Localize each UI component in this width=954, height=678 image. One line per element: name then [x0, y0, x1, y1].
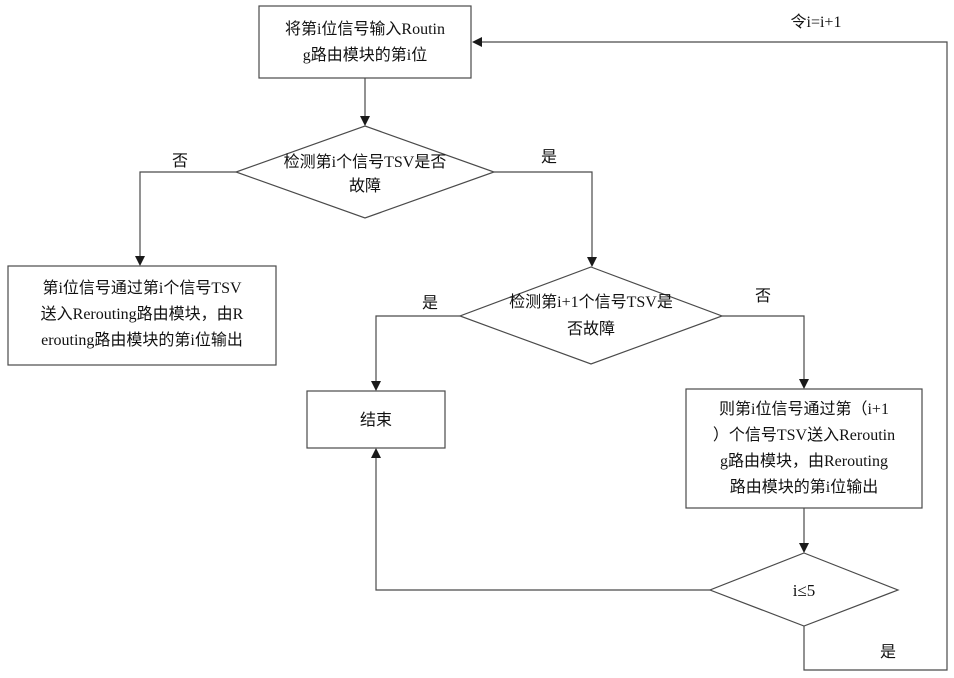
node-output-i1-line-2: ）个信号TSV送入Reroutin	[713, 426, 895, 444]
edge-cond-to-end	[376, 456, 710, 590]
node-check-i: 检测第i个信号TSV是否 故障	[236, 126, 494, 218]
edge-label-check-i1-no: 否	[755, 288, 771, 305]
node-output-i1-line-4: 路由模块的第i位输出	[730, 478, 878, 496]
node-check-i1-line-2: 否故障	[567, 320, 615, 338]
node-output-i1-line-3: g路由模块，由Rerouting	[720, 452, 888, 470]
edge-check-i1-no	[722, 316, 804, 381]
arrowhead	[587, 257, 597, 267]
node-check-i1: 检测第i+1个信号TSV是 否故障	[460, 267, 722, 364]
node-output-i-line-3: erouting路由模块的第i位输出	[41, 331, 243, 349]
arrowhead	[799, 543, 809, 553]
node-output-i-line-2: 送入Rerouting路由模块，由R	[41, 305, 244, 323]
node-cond: i≤5	[710, 553, 898, 626]
node-check-i1-line-1: 检测第i+1个信号TSV是	[509, 293, 673, 311]
node-cond-label: i≤5	[793, 581, 816, 600]
node-check-i-line-2: 故障	[349, 177, 381, 195]
node-output-i: 第i位信号通过第i个信号TSV 送入Rerouting路由模块，由R erout…	[8, 266, 276, 365]
arrowhead	[799, 379, 809, 389]
edge-label-loop: 令i=i+1	[791, 13, 842, 31]
edge-check-i-yes	[494, 172, 592, 259]
edge-label-check-i-yes: 是	[541, 149, 557, 166]
node-start-line-1: 将第i位信号输入Routin	[285, 20, 445, 38]
node-end-label: 结束	[360, 411, 392, 429]
edge-label-cond-yes: 是	[880, 644, 896, 661]
node-check-i-line-1: 检测第i个信号TSV是否	[284, 153, 447, 171]
node-output-i-line-1: 第i位信号通过第i个信号TSV	[42, 279, 242, 297]
node-output-i1-line-1: 则第i位信号通过第（i+1	[719, 400, 889, 418]
node-end: 结束	[307, 391, 445, 448]
edge-cond-yes-loop	[480, 42, 947, 670]
arrowhead	[371, 381, 381, 391]
arrowhead	[360, 116, 370, 126]
node-start-line-2: g路由模块的第i位	[303, 46, 427, 64]
edge-check-i1-yes	[376, 316, 460, 383]
node-start: 将第i位信号输入Routin g路由模块的第i位	[259, 6, 471, 78]
arrowhead	[472, 37, 482, 47]
arrowhead	[135, 256, 145, 266]
edge-label-check-i1-yes: 是	[422, 295, 438, 312]
edge-label-check-i-no: 否	[172, 153, 188, 170]
node-output-i1: 则第i位信号通过第（i+1 ）个信号TSV送入Reroutin g路由模块，由R…	[686, 389, 922, 508]
edge-check-i-no	[140, 172, 236, 258]
arrowhead	[371, 448, 381, 458]
